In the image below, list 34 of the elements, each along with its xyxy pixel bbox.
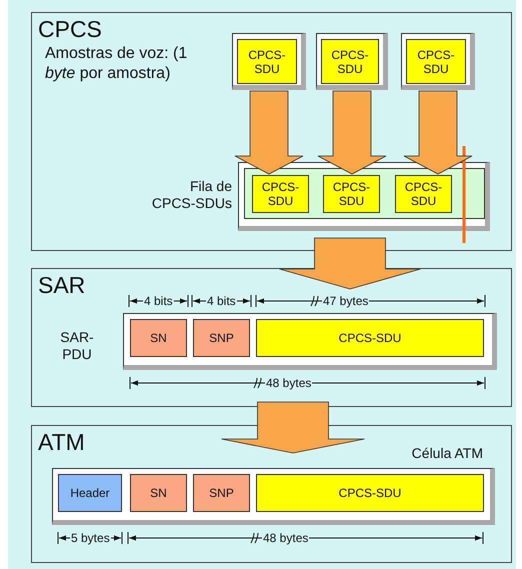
- field: CPCS-SDU: [256, 319, 484, 357]
- dimension-label: 47 bytes: [322, 294, 370, 308]
- sample-block: [232, 33, 306, 90]
- node-caption: Célula ATM: [410, 445, 483, 462]
- field: SNP: [193, 319, 250, 357]
- field: CPCS-SDU: [323, 175, 380, 213]
- block-arrow: [234, 90, 304, 174]
- field: SNP: [193, 474, 250, 512]
- block-arrow: [318, 90, 386, 174]
- field: CPCS-SDU: [252, 175, 309, 213]
- block-arrow: [404, 90, 472, 174]
- panel-title: SAR: [38, 272, 86, 298]
- field: CPCS-SDU: [395, 175, 452, 213]
- node-caption: Fila de CPCS-SDUs: [150, 178, 232, 212]
- dimension-label: 4 bits: [143, 294, 174, 308]
- block-arrow: [279, 238, 421, 290]
- note-text: Amostras de voz: (1 byte por amostra): [45, 44, 188, 84]
- dimension-label: 4 bits: [206, 294, 237, 308]
- node-caption: SAR-PDU: [59, 329, 95, 363]
- sdu-label: CPCS-SDU: [321, 39, 379, 84]
- sample-block: [401, 33, 475, 90]
- dimension-label: 48 bytes: [262, 531, 310, 545]
- sdu-label: CPCS-SDU: [237, 39, 297, 84]
- header-field: Header: [58, 474, 122, 512]
- dimension-label: 48 bytes: [265, 376, 312, 390]
- panel-title: ATM: [38, 429, 85, 455]
- panel-title: CPCS: [38, 16, 102, 42]
- field: CPCS-SDU: [256, 474, 484, 512]
- sdu-label: CPCS-SDU: [406, 39, 466, 84]
- dimension-label: 5 bytes: [70, 531, 111, 545]
- sample-block: [316, 33, 388, 90]
- field: SN: [130, 474, 187, 512]
- block-arrow: [221, 402, 365, 454]
- field: SN: [130, 319, 187, 357]
